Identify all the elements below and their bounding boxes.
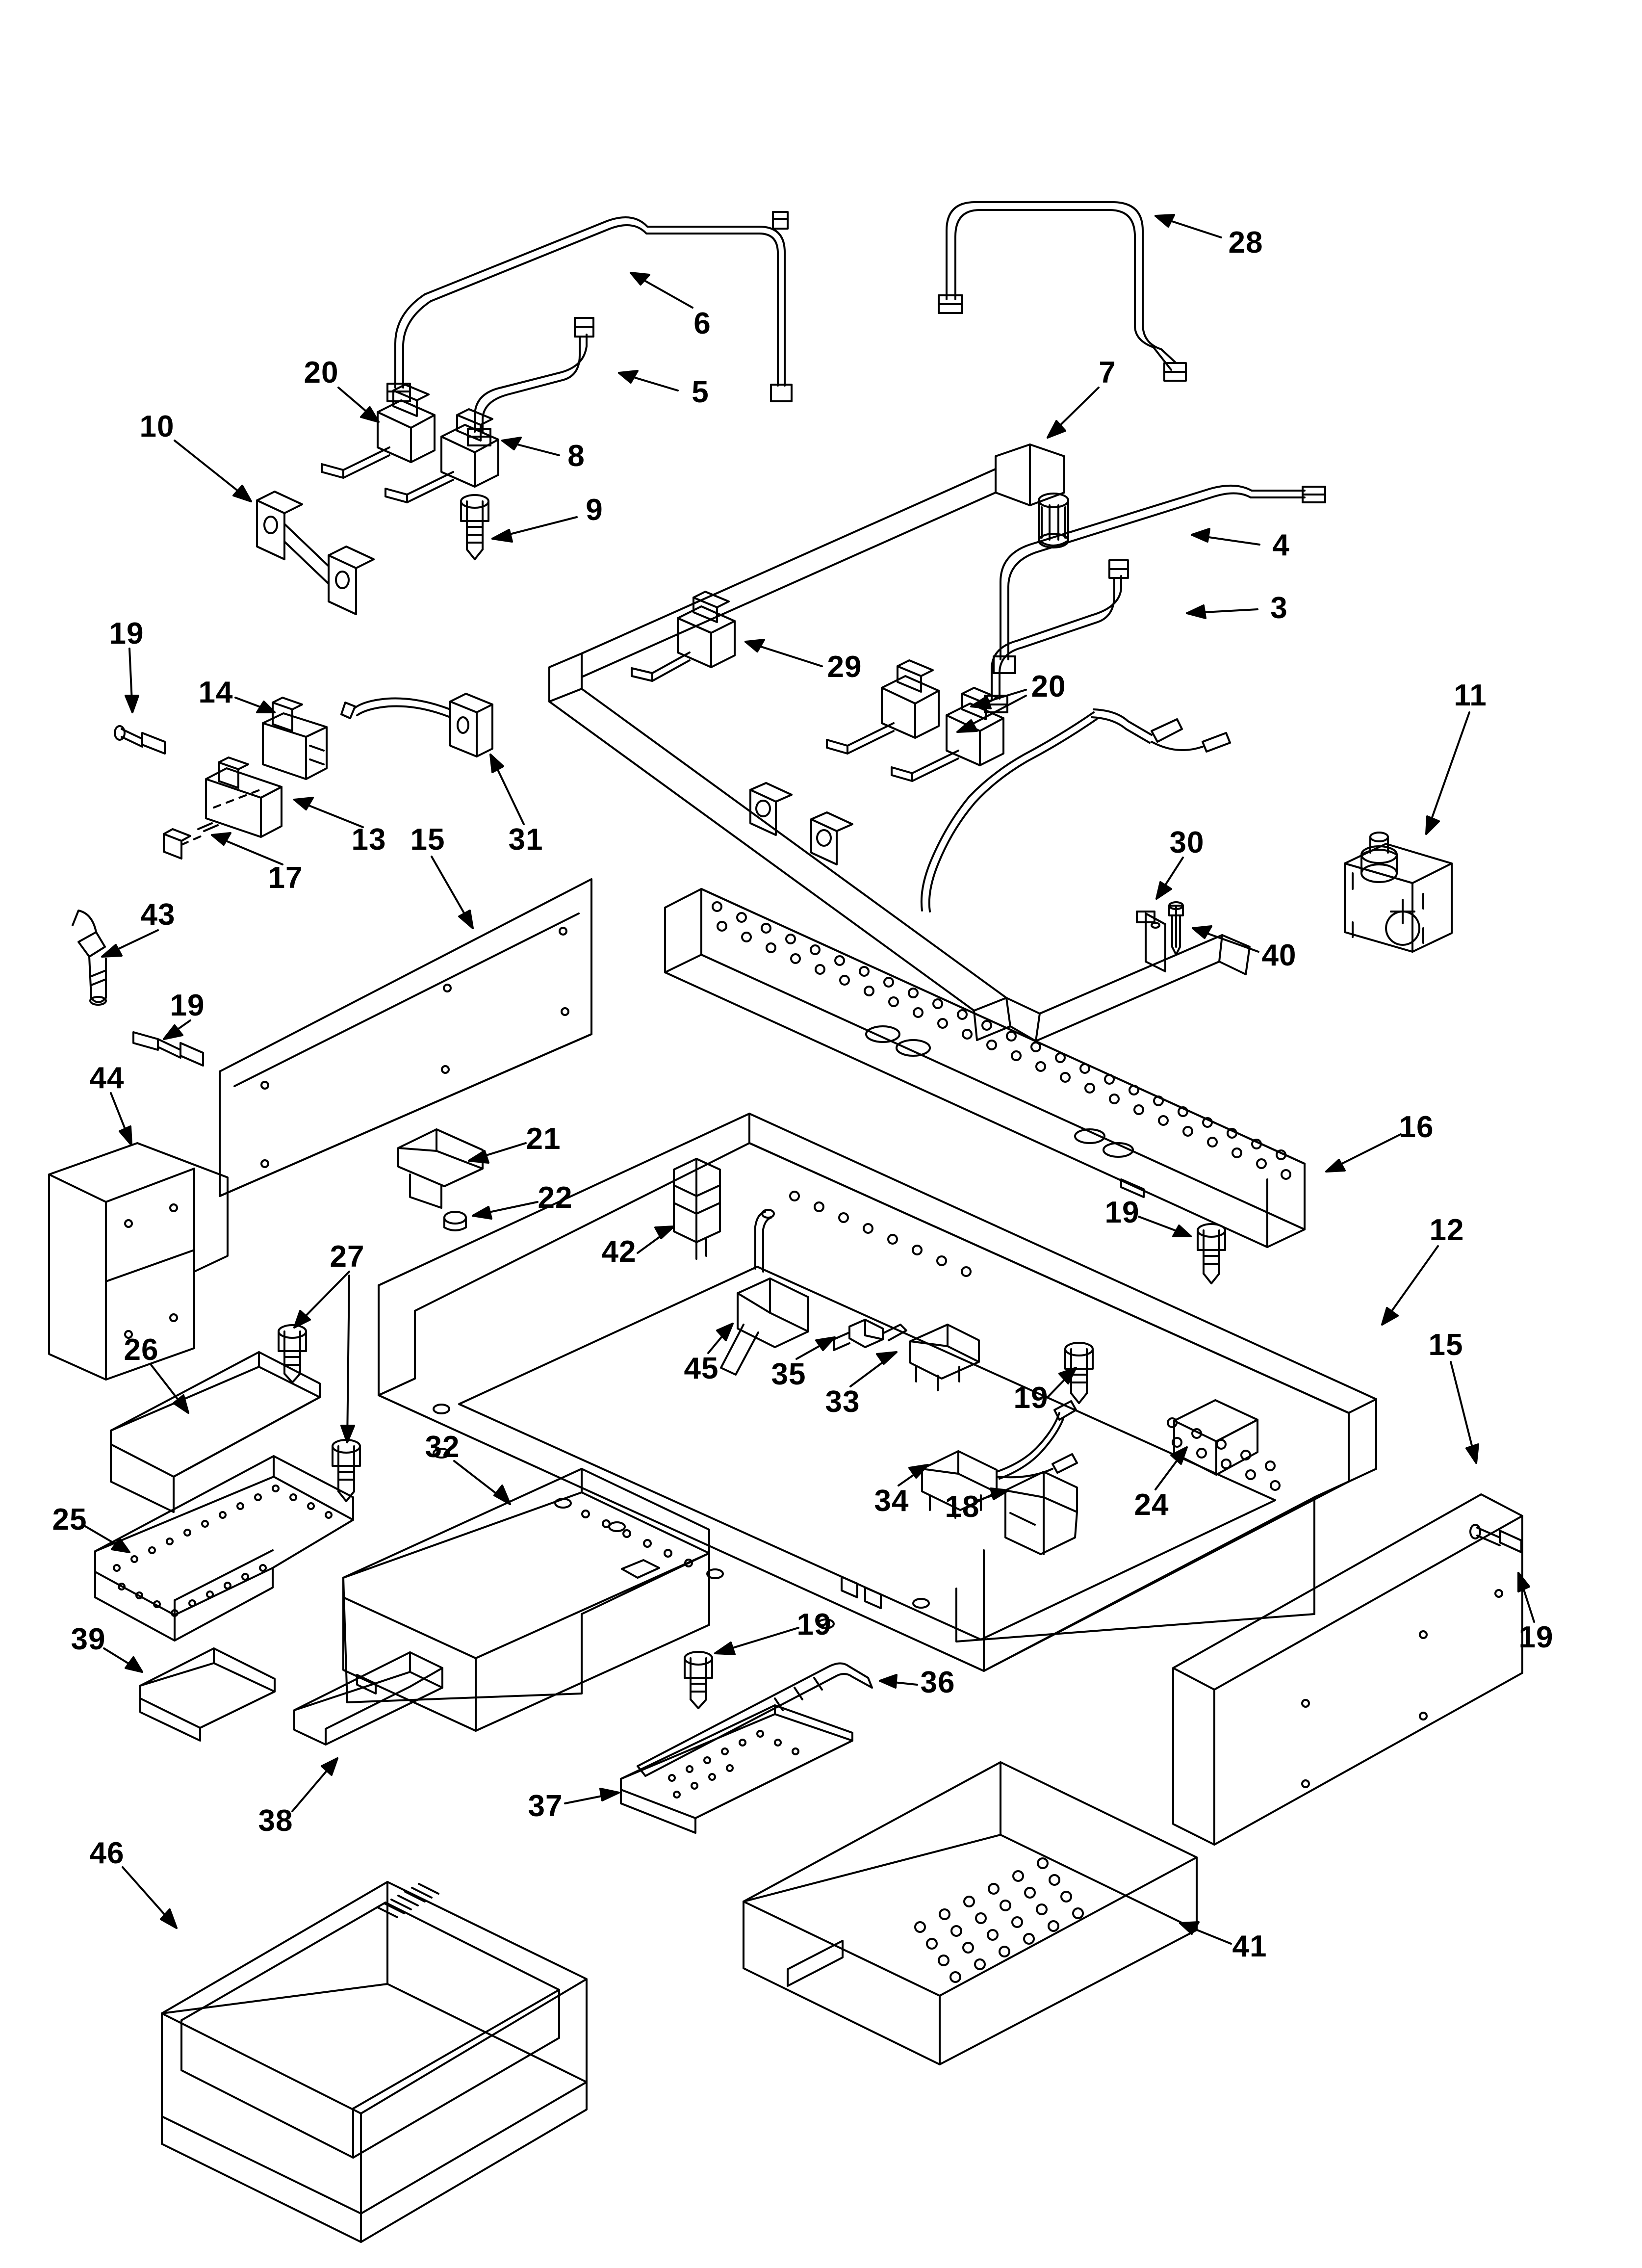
part-28-gas-tube — [938, 201, 1187, 382]
part-46-storage-drawer — [161, 1881, 588, 2243]
part-26-drip-pan — [110, 1351, 321, 1513]
part-4-gas-tube — [993, 484, 1326, 674]
part-17-terminal — [163, 789, 261, 860]
callout-20-right: 20 — [1031, 670, 1066, 704]
callout-28: 28 — [1228, 226, 1263, 260]
callout-37: 37 — [528, 1789, 563, 1823]
callout-36: 36 — [920, 1666, 955, 1699]
part-33-micro-switch — [909, 1324, 980, 1391]
callout-13: 13 — [351, 823, 386, 857]
callout-24: 24 — [1134, 1488, 1169, 1522]
part-21-clip — [397, 1128, 484, 1209]
part-41-broiler-pan — [743, 1761, 1198, 2065]
part-29-valve — [631, 591, 736, 682]
part-30-bracket — [1136, 911, 1166, 972]
callout-25: 25 — [52, 1503, 87, 1537]
part-18-bracket — [1004, 1471, 1078, 1555]
part-5-gas-tube — [467, 317, 594, 446]
callout-30: 30 — [1169, 826, 1205, 860]
wire-harness-right — [920, 708, 1231, 912]
callout-45: 45 — [684, 1352, 719, 1385]
callout-4: 4 — [1272, 528, 1290, 562]
callout-9: 9 — [586, 493, 603, 527]
callout-16: 16 — [1399, 1110, 1434, 1144]
part-20-valve-right-a — [826, 659, 940, 755]
callout-40: 40 — [1261, 938, 1297, 972]
part-12-burner-box-frame — [378, 1113, 1377, 1672]
part-9-screw — [460, 494, 489, 560]
callout-15-upper: 15 — [410, 823, 445, 857]
callout-15-lower: 15 — [1428, 1328, 1463, 1362]
callout-11: 11 — [1454, 678, 1487, 712]
part-36-burner-tube — [637, 1662, 873, 1777]
callout-33: 33 — [825, 1385, 860, 1419]
callout-32: 32 — [425, 1430, 460, 1464]
callout-10: 10 — [139, 410, 175, 443]
callout-19-f: 19 — [796, 1608, 832, 1642]
callout-19-c: 19 — [1104, 1196, 1140, 1229]
manifold-brackets — [749, 782, 853, 865]
part-31-wire-harness — [340, 693, 493, 757]
callout-leader-lines — [83, 214, 1535, 1945]
part-11-pressure-regulator — [1344, 832, 1453, 953]
callout-39: 39 — [71, 1622, 106, 1656]
part-14-switch — [262, 697, 328, 780]
callout-43: 43 — [140, 898, 176, 932]
callout-41: 41 — [1232, 1929, 1267, 1963]
part-20-valve-left — [321, 384, 436, 479]
callout-18: 18 — [945, 1490, 980, 1524]
callout-7: 7 — [1099, 356, 1116, 390]
callout-20-left: 20 — [304, 356, 339, 390]
callout-6: 6 — [693, 307, 711, 340]
callout-38: 38 — [258, 1804, 293, 1838]
callout-27: 27 — [330, 1240, 365, 1274]
part-10-ignitor-bracket — [256, 491, 375, 615]
callout-12: 12 — [1429, 1213, 1464, 1247]
part-15-rear-panel-left — [219, 878, 592, 1197]
part-35-probe — [833, 1319, 907, 1351]
part-42-ignitor-module — [673, 1158, 721, 1260]
callout-3: 3 — [1270, 591, 1288, 625]
part-45-igniter — [720, 1209, 809, 1376]
part-19-screws — [114, 725, 1522, 1709]
part-22-grommet — [443, 1211, 467, 1231]
callout-17: 17 — [268, 861, 303, 895]
part-15-side-panel-right — [1172, 1493, 1523, 1846]
part-24-heat-shield — [1173, 1399, 1258, 1476]
part-16-burner-box-rear — [664, 888, 1306, 1248]
part-13-switch — [197, 756, 282, 838]
callout-8: 8 — [567, 439, 585, 473]
callout-19-a: 19 — [109, 617, 144, 651]
callout-19-d: 19 — [1013, 1381, 1049, 1415]
part-40-screw — [1168, 901, 1184, 956]
part-43-spark-igniter — [72, 910, 107, 1006]
callout-46: 46 — [89, 1836, 125, 1870]
callout-31: 31 — [508, 823, 543, 857]
callout-5: 5 — [692, 375, 709, 409]
callout-26: 26 — [124, 1333, 159, 1367]
callout-44: 44 — [89, 1061, 125, 1095]
part-38-trim-strip — [293, 1651, 443, 1746]
part-6-gas-tube — [386, 211, 793, 402]
part-25-burner-grate — [94, 1455, 354, 1642]
callout-22: 22 — [538, 1181, 573, 1215]
callout-29: 29 — [827, 650, 862, 684]
callout-14: 14 — [198, 676, 233, 709]
callout-21: 21 — [526, 1122, 561, 1156]
callout-34: 34 — [874, 1484, 909, 1518]
part-37-baffle — [620, 1704, 853, 1834]
callout-19-e: 19 — [1518, 1620, 1554, 1654]
callout-19-b: 19 — [170, 989, 205, 1022]
part-8-valve — [385, 408, 499, 503]
callout-35: 35 — [771, 1357, 806, 1391]
part-44-bracket — [48, 1142, 229, 1381]
part-39-plate — [139, 1647, 276, 1742]
callout-42: 42 — [601, 1235, 637, 1269]
part-32-frame — [342, 1468, 710, 1732]
part-7-manifold-pipe — [548, 443, 1251, 1042]
